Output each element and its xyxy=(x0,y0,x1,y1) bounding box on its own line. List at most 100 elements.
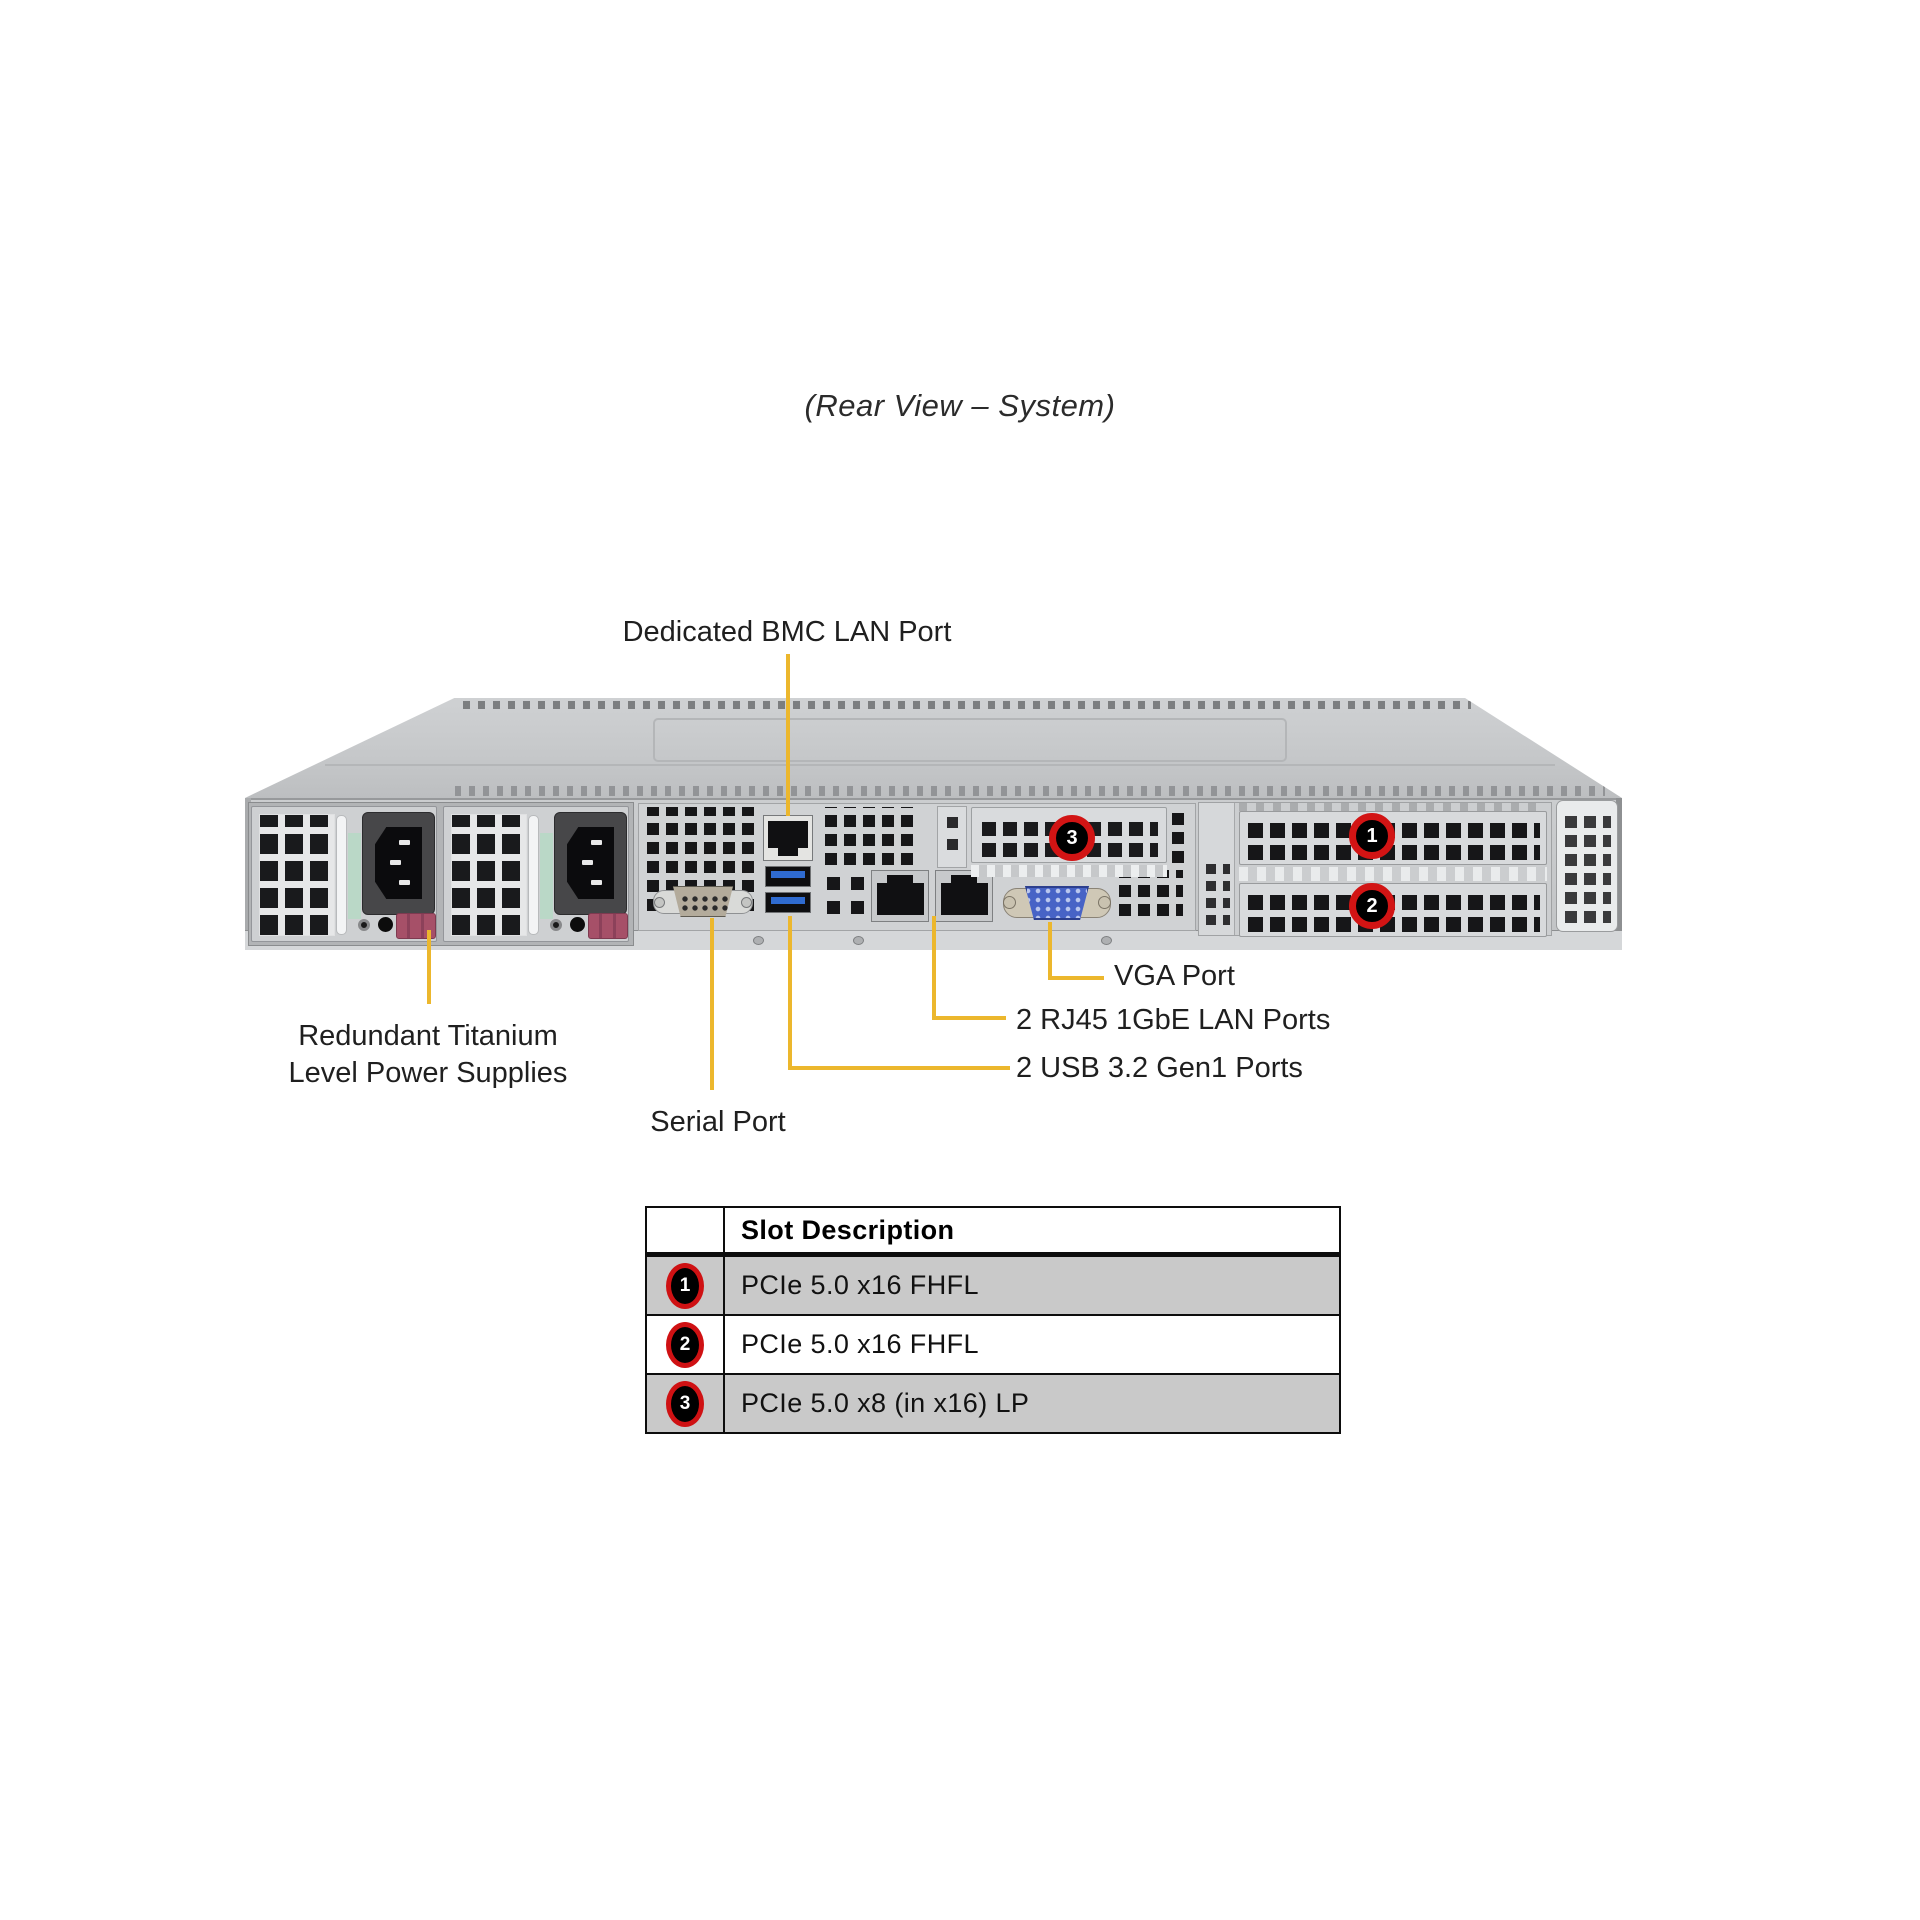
lan-port-2 xyxy=(935,870,993,922)
bracket-hole xyxy=(947,839,958,850)
chassis-roof xyxy=(245,698,1622,798)
psu-label-strip xyxy=(540,833,553,919)
rj45-latch xyxy=(778,848,798,856)
callout-line-usb xyxy=(788,916,792,1070)
table-badge-cell: 1 xyxy=(647,1257,725,1314)
page-title: (Rear View – System) xyxy=(804,388,1116,423)
psu-button xyxy=(570,917,585,932)
vga-port xyxy=(1003,882,1111,924)
label-power-supplies: Redundant Titanium Level Power Supplies xyxy=(218,1018,638,1092)
vga-connector xyxy=(1025,886,1089,920)
riser-bracket xyxy=(1199,803,1235,935)
roof-panel-seam xyxy=(653,718,1287,762)
slot-3-badge: 3 xyxy=(666,1380,704,1427)
screw-icon xyxy=(1003,896,1016,909)
usb-tongue xyxy=(771,871,805,878)
roof-rear-vent-slits xyxy=(463,701,1471,709)
label-serial-port: Serial Port xyxy=(650,1106,786,1138)
table-badge-cell: 2 xyxy=(647,1316,725,1373)
callout-line-vga xyxy=(1048,976,1104,980)
callout-line-vga xyxy=(1048,922,1052,980)
slot3-bracket xyxy=(937,806,967,868)
vent-grid xyxy=(825,807,913,865)
screw-icon xyxy=(1101,936,1112,945)
table-row: 1 PCIe 5.0 x16 FHFL xyxy=(647,1257,1339,1316)
label-bmc-lan-port: Dedicated BMC LAN Port xyxy=(622,616,952,648)
table-row: 3 PCIe 5.0 x8 (in x16) LP xyxy=(647,1375,1339,1432)
bmc-lan-port xyxy=(763,815,813,861)
slot-description: PCIe 5.0 x8 (in x16) LP xyxy=(741,1388,1030,1418)
bracket-hole xyxy=(947,817,958,828)
db9-connector xyxy=(672,886,734,917)
roof-front-vent-slits xyxy=(455,786,1605,796)
slot-1-badge: 1 xyxy=(666,1262,704,1309)
ac-pin xyxy=(591,840,602,845)
bracket-holes xyxy=(1206,857,1230,925)
table-header-badge-cell xyxy=(647,1208,725,1252)
table-header-label: Slot Description xyxy=(741,1214,955,1245)
rj45-latch xyxy=(887,875,913,884)
slot3-rail xyxy=(971,865,1167,877)
psu-handle xyxy=(336,815,347,935)
callout-line-serial xyxy=(710,918,714,1090)
ac-pin xyxy=(591,880,602,885)
slot-1-badge: 1 xyxy=(1349,813,1395,859)
callout-line-usb xyxy=(788,1066,1010,1070)
callout-line-psu xyxy=(427,930,431,1004)
server-chassis xyxy=(245,698,1622,952)
rj45-opening xyxy=(877,883,924,915)
screw-icon xyxy=(1098,896,1111,909)
psu-button xyxy=(378,917,393,932)
usb-tongue xyxy=(771,897,805,904)
roof-seam-line xyxy=(325,764,1555,766)
ac-pin xyxy=(390,860,401,865)
label-usb-ports: 2 USB 3.2 Gen1 Ports xyxy=(1016,1052,1303,1084)
psu-status-led xyxy=(358,919,370,931)
ac-inlet-socket xyxy=(375,827,422,899)
ac-pin xyxy=(399,840,410,845)
label-lan-ports: 2 RJ45 1GbE LAN Ports xyxy=(1016,1004,1331,1036)
psu-label-strip xyxy=(348,833,361,919)
slot-description: PCIe 5.0 x16 FHFL xyxy=(741,1270,979,1300)
usb-port xyxy=(765,892,811,913)
ac-inlet xyxy=(554,812,627,915)
psu-fan-grille xyxy=(451,814,527,936)
slot-2-badge: 2 xyxy=(666,1321,704,1368)
ac-inlet xyxy=(362,812,435,915)
serial-port xyxy=(653,884,753,920)
psu-bay xyxy=(248,802,634,946)
ac-pin xyxy=(582,860,593,865)
ac-inlet-socket xyxy=(567,827,614,899)
screw-icon xyxy=(753,936,764,945)
usb-port xyxy=(765,866,811,887)
psu-status-led xyxy=(550,919,562,931)
psu-module-1 xyxy=(251,806,437,942)
callout-line-lan xyxy=(932,1016,1006,1020)
label-power-supplies-line2: Level Power Supplies xyxy=(288,1057,568,1089)
slot-description: PCIe 5.0 x16 FHFL xyxy=(741,1329,979,1359)
label-power-supplies-line1: Redundant Titanium xyxy=(298,1020,558,1052)
ac-pin xyxy=(399,880,410,885)
table-header-row: Slot Description xyxy=(647,1208,1339,1257)
slot-table: Slot Description 1 PCIe 5.0 x16 FHFL 2 P… xyxy=(645,1206,1341,1434)
vent-grid xyxy=(827,870,871,914)
rj45-opening xyxy=(941,883,988,915)
label-vga-port: VGA Port xyxy=(1114,960,1235,992)
riser-top-vents xyxy=(1239,803,1545,811)
rj45-opening xyxy=(768,821,808,848)
slot-2-badge: 2 xyxy=(1349,883,1395,929)
psu-release-latch xyxy=(588,913,628,939)
chassis-right-edge xyxy=(1616,798,1622,950)
lan-port-1 xyxy=(871,870,929,922)
right-vent-bracket xyxy=(1556,800,1618,932)
screw-icon xyxy=(741,897,752,908)
io-panel xyxy=(638,803,1196,931)
psu-fan-grille xyxy=(259,814,335,936)
db9-pins xyxy=(681,895,729,912)
slot-3-badge: 3 xyxy=(1049,815,1095,861)
screw-icon xyxy=(654,897,665,908)
vent-grid xyxy=(1119,870,1183,916)
rj45-latch xyxy=(951,875,977,884)
table-badge-cell: 3 xyxy=(647,1375,725,1432)
